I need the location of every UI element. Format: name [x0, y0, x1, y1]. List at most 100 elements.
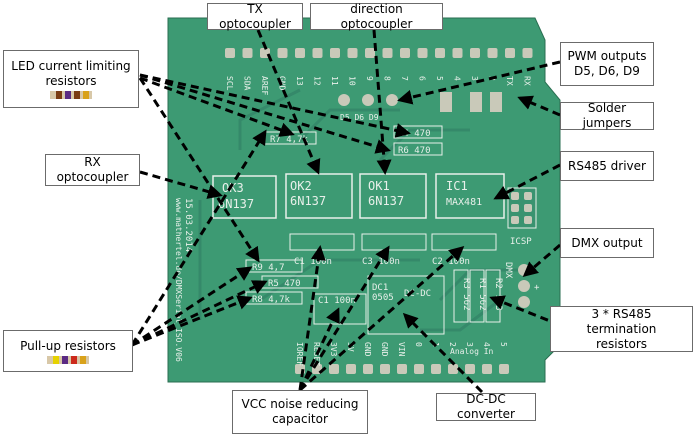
pwm-pins-label: D5 D6 D9: [340, 113, 379, 122]
label-tx-optocoupler-text: TX optocoupler: [219, 1, 291, 31]
header-pin-label: 10: [348, 76, 357, 86]
label-dcdc-converter: DC-DC converter: [436, 392, 536, 421]
c2-label: C2 100n: [432, 257, 470, 267]
label-tx-optocoupler: TX optocoupler: [207, 1, 303, 31]
header-pin-label: 3: [465, 342, 474, 347]
solder-jumper-pads: [440, 92, 502, 112]
header-pin-label: 3V3: [329, 342, 338, 357]
header-pin-label: SCL: [225, 76, 234, 91]
c1-label: C1 100n: [318, 296, 356, 306]
r6-resistor: R6 470: [393, 142, 443, 156]
header-pin: [522, 48, 533, 58]
c1-top-label: C1 100n: [294, 257, 332, 267]
header-pin: [431, 364, 441, 374]
label-led-line1: LED current limiting: [11, 59, 131, 73]
date-text: 15.03.2014: [183, 198, 193, 252]
header-pin-label: 13: [295, 76, 304, 86]
dcdc-module: DC1 0505 DC-DC: [367, 275, 445, 335]
header-pin-label: 7: [400, 76, 409, 81]
label-termination-resistors: 3 * RS485 termination resistors: [550, 306, 693, 352]
dmx-output-terminal: DMX + -: [503, 262, 540, 308]
header-pin-label: 4: [482, 342, 491, 347]
r1-label: R1 562: [477, 278, 487, 311]
vcc-capacitor: C1 100n: [313, 293, 367, 325]
header-pin: [414, 364, 424, 374]
arrow-dmx: [522, 243, 561, 277]
r4-resistor: R4 470: [393, 125, 443, 139]
header-pin-label: IOREF: [295, 342, 304, 366]
arrow-pwm: [397, 60, 561, 105]
label-termination-line2: resistors: [595, 336, 648, 351]
header-pin-label: AREF: [260, 76, 269, 95]
label-vcc-line2: capacitor: [272, 412, 328, 426]
header-pin: [242, 48, 253, 58]
label-pwm-line2: D5, D6, D9: [574, 64, 640, 78]
header-pin: [482, 364, 492, 374]
header-pin-label: 6: [418, 76, 427, 81]
header-pin-label: 5: [499, 342, 508, 347]
header-pin: [225, 48, 235, 58]
label-rs485-driver-text: RS485 driver: [568, 158, 646, 173]
header-pin: [380, 364, 390, 374]
label-solder-jumpers: Solder jumpers: [560, 101, 654, 130]
header-pin: [448, 364, 458, 374]
r4-label: R4 470: [398, 129, 431, 139]
arrow-pullup-3: [131, 295, 253, 347]
ok3-label: OK3: [222, 181, 244, 195]
icsp-label: ICSP: [510, 237, 532, 247]
label-rx-optocoupler: RX optocoupler: [45, 154, 140, 186]
dc1-label: DC1: [372, 283, 388, 293]
label-vcc-capacitor: VCC noise reducing capacitor: [232, 390, 368, 434]
label-direction-optocoupler-text: direction optocoupler: [340, 1, 413, 31]
url-text: www.mathertel.de/DMXSerial_ISO.V06: [174, 198, 183, 362]
r8-label: R8 4,7k: [252, 295, 291, 305]
label-termination-line1: 3 * RS485 termination: [586, 306, 657, 336]
led-resistor-icon: [50, 91, 92, 99]
header-pin-label: 4: [453, 76, 462, 81]
ok1-type: 6N137: [368, 194, 404, 208]
label-pullup-text: Pull-up resistors: [20, 338, 116, 353]
header-pin: [346, 364, 356, 374]
header-pin-label: SDA: [243, 76, 252, 91]
arrow-pullup-1: [130, 129, 267, 346]
header-pin: [487, 48, 498, 58]
label-dmx-output: DMX output: [560, 228, 654, 258]
ok3-type: 6N137: [218, 197, 254, 211]
r2-label: R2 123: [493, 278, 503, 311]
dc1-model: 0505: [372, 293, 394, 303]
dcdc-label: DC-DC: [404, 289, 431, 299]
header-pin-label: 11: [330, 76, 339, 86]
header-pin: [347, 48, 358, 58]
ok1-label: OK1: [368, 179, 390, 193]
r3-label: R3 562: [461, 278, 471, 311]
header-pin: [400, 48, 410, 58]
analog-in-label: Analog In: [450, 347, 494, 356]
arrow-vcc-1: [298, 245, 326, 391]
label-rs485-driver: RS485 driver: [560, 151, 654, 181]
label-pwm-outputs: PWM outputs D5, D6, D9: [560, 42, 654, 86]
header-pin: [277, 48, 288, 58]
header-pin-label: 0: [414, 342, 423, 347]
arrow-solder: [517, 95, 561, 117]
header-pin: [470, 48, 480, 58]
header-pin: [435, 48, 445, 58]
ic1-label: IC1: [446, 179, 468, 193]
header-pin-label: VIN: [397, 342, 406, 357]
label-direction-optocoupler: direction optocoupler: [310, 1, 443, 31]
header-pin-label: TX: [505, 76, 514, 86]
arrow-led-4: [138, 77, 260, 263]
r9-label: R9 4,7: [252, 263, 285, 273]
header-pin-label: 8: [383, 76, 392, 81]
header-pin: [329, 364, 339, 374]
ok2-label: OK2: [290, 179, 312, 193]
arrow-vcc-4: [298, 307, 340, 391]
header-pin: [452, 48, 463, 58]
label-solder-jumpers-text: Solder jumpers: [582, 101, 632, 130]
arrow-vcc-2: [298, 245, 390, 391]
header-pin-label: 3: [470, 76, 479, 81]
header-pin-label: RX: [523, 76, 532, 86]
arrow-pullup-4: [131, 280, 268, 347]
r6-label: R6 470: [398, 146, 431, 156]
arrow-led-2: [139, 73, 391, 154]
